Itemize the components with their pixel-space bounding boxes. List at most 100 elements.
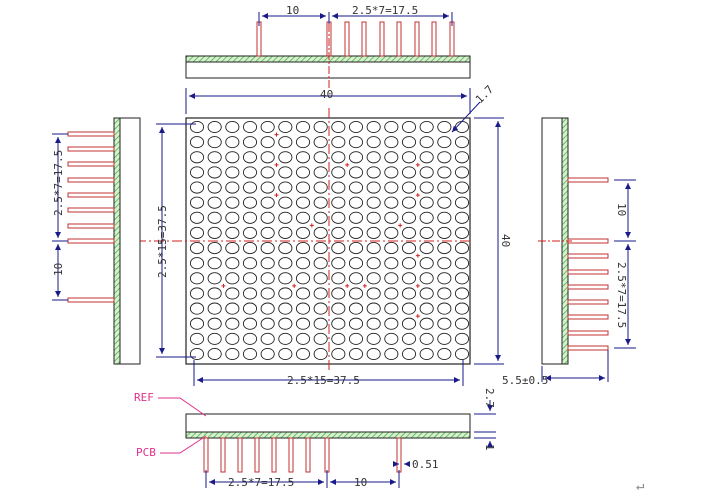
center-mark [274,162,279,167]
led-dot [295,242,311,255]
center-mark [292,283,297,288]
center-mark [309,223,314,228]
led-dot [313,120,328,134]
led-dot [189,347,205,361]
led-dot [454,332,470,345]
led-dot [384,181,399,194]
led-dot [278,120,293,134]
ref-label: REF [134,391,154,404]
led-dot [207,211,222,224]
led-dot [348,347,364,361]
led-dot [419,166,434,179]
led-dot [189,287,205,300]
led-dot [437,181,452,194]
pin [431,21,437,57]
led-dot [260,347,275,361]
led-dot [331,166,346,179]
pin [271,437,277,473]
led-dot [331,211,346,224]
right-dim-top: 10 [615,203,628,216]
led-dot [313,166,328,179]
led-dot [331,287,346,300]
pin [67,192,115,198]
led-dot [366,302,381,315]
led-dot [207,257,222,270]
led-dot [401,196,417,209]
pin [237,437,243,473]
led-dot [225,317,240,330]
led-dot [295,332,311,345]
led-dot [366,181,381,194]
led-dot [242,166,258,179]
led-dot [454,257,470,270]
center-mark [398,223,403,228]
led-dot [401,151,417,164]
led-dot [260,317,275,330]
led-dot [401,226,417,239]
led-dot [331,317,346,330]
led-dot [207,181,222,194]
led-dot [419,317,434,330]
led-dot [225,151,240,164]
led-dot [242,317,258,330]
led-dot [401,257,417,270]
led-dot [295,226,311,239]
led-dot [207,196,222,209]
led-dot [331,181,346,194]
led-dot [189,332,205,345]
led-dot [419,302,434,315]
led-dot [242,120,258,134]
led-dot [454,151,470,164]
pin [67,207,115,213]
led-dot [242,196,258,209]
led-dot [348,166,364,179]
led-dot [437,347,452,361]
led-dot [242,287,258,300]
led-dot [437,272,452,285]
led-dot [242,151,258,164]
led-dot [207,317,222,330]
led-dot [189,257,205,270]
led-dot [419,136,434,149]
led-dot [331,136,346,149]
led-dot [313,272,328,285]
led-dot [419,181,434,194]
led-dot [401,287,417,300]
led-dot [454,272,470,285]
pin [67,177,115,183]
led-dot [242,136,258,149]
led-dot [278,302,293,315]
pin [67,131,115,137]
led-dot [366,211,381,224]
led-dot [260,332,275,345]
led-dot [437,120,452,134]
led-dot [260,257,275,270]
pin [567,284,609,290]
led-dot [278,196,293,209]
center-mark [415,283,420,288]
led-dot [313,196,328,209]
led-dot [189,136,205,149]
led-dot [278,347,293,361]
center-mark [415,253,420,258]
led-dot [242,272,258,285]
led-dot [437,242,452,255]
front-dim-radius: 1.7 [473,83,496,106]
led-dot [278,151,293,164]
led-dot [295,347,311,361]
pin [396,437,402,473]
front-dim-width: 40 [320,88,333,101]
led-dot [189,196,205,209]
led-dot [419,211,434,224]
led-dot [366,332,381,345]
led-dot [225,196,240,209]
led-dot [437,317,452,330]
left-view-pins [67,131,115,303]
led-dot [366,226,381,239]
center-mark [415,314,420,319]
led-dot [189,242,205,255]
led-dot [260,136,275,149]
led-dot [401,166,417,179]
right-view-pins [567,177,609,351]
led-dot [225,181,240,194]
